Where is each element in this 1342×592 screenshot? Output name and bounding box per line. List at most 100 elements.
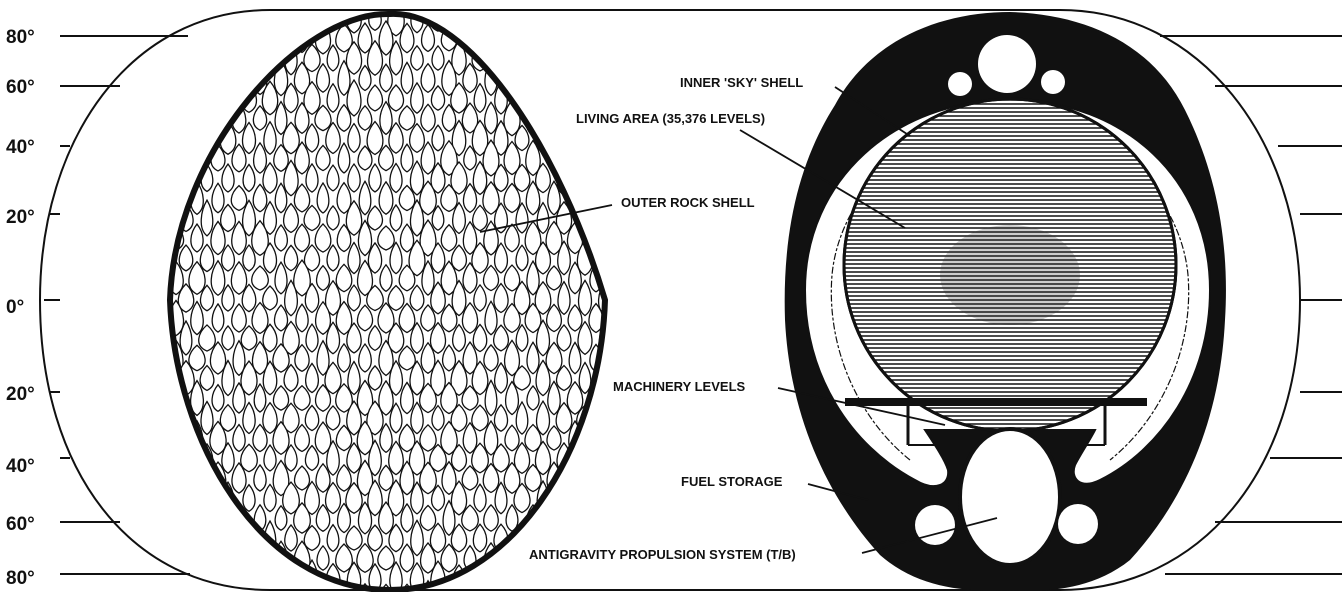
latitude-label: 60° [6, 77, 35, 98]
rock-scale [525, 22, 540, 54]
rock-scale [158, 563, 173, 592]
rock-scale [568, 24, 581, 52]
rock-scale [262, 560, 278, 592]
rock-scale [190, 542, 203, 574]
rock-scale [159, 523, 171, 553]
rock-scale [599, 401, 613, 436]
rock-scale [221, 525, 236, 550]
asteroid-cross-section [785, 12, 1226, 591]
rock-scale [537, 44, 549, 72]
rock-scale [168, 103, 184, 134]
rock-scale [610, 140, 623, 175]
rock-scale [274, 25, 288, 50]
rock-scale [283, 564, 299, 592]
rock-scale [516, 43, 529, 73]
rock-scale [211, 24, 226, 53]
label-inner-sky-shell: INNER 'SKY' SHELL [680, 75, 803, 90]
rock-scale [200, 86, 214, 111]
rock-scale [610, 462, 623, 494]
rock-scale [157, 402, 173, 435]
rock-scale [589, 422, 604, 454]
rock-scale [201, 521, 213, 554]
rock-scale [568, 146, 583, 171]
rock-scale [557, 564, 571, 592]
rock-scale [157, 363, 172, 393]
rock-scale [504, 21, 520, 55]
rock-scale [600, 0, 612, 35]
rock-scale [557, 481, 570, 514]
top-port-left [948, 72, 972, 96]
rock-scale [169, 501, 182, 536]
rock-scale [233, 543, 245, 572]
rock-scale [600, 446, 613, 471]
rock-scale [158, 3, 172, 34]
rock-scale [598, 362, 614, 394]
latitude-label: 40° [6, 137, 35, 158]
latitude-label: 60° [6, 514, 35, 535]
rock-scale [599, 165, 613, 192]
asteroid-exterior [157, 0, 625, 592]
rock-scale [610, 261, 624, 296]
machinery-levels [845, 398, 1147, 406]
rock-scale [558, 44, 571, 72]
rock-scale [590, 461, 602, 495]
rock-scale [515, 5, 529, 32]
rock-scale [536, 81, 549, 116]
rock-scale [305, 5, 319, 32]
rock-scale [579, 124, 591, 152]
rock-scale [158, 165, 173, 191]
rock-scale [609, 22, 624, 55]
rock-scale [159, 40, 172, 75]
rock-scale [610, 426, 625, 451]
rock-scale [180, 44, 192, 72]
rock-scale [263, 1, 276, 34]
rock-scale [242, 41, 256, 75]
rock-scale [190, 65, 204, 90]
rock-scale [579, 163, 591, 193]
rock-scale [191, 504, 204, 531]
rock-scale [495, 0, 507, 36]
rock-scale [168, 465, 184, 491]
rock-scale [590, 24, 603, 53]
rock-scale [254, 25, 266, 52]
rock-scale [599, 242, 612, 274]
top-port-right [1041, 70, 1065, 94]
latitude-label: 80° [6, 568, 35, 589]
rock-scale [567, 460, 583, 495]
rock-scale [158, 80, 172, 116]
rock-scale [211, 544, 225, 572]
rock-scale [547, 60, 561, 96]
rock-scale [600, 563, 613, 592]
rock-scale [558, 125, 571, 152]
latitude-label: 20° [6, 384, 35, 405]
rock-scale [212, 501, 224, 535]
rock-scale [168, 182, 184, 214]
rock-scale [452, 3, 466, 34]
rock-scale [494, 46, 508, 71]
rock-scale [578, 565, 592, 590]
rock-scale [548, 504, 561, 531]
rock-scale [222, 1, 234, 36]
label-antigravity-propulsion: ANTIGRAVITY PROPULSION SYSTEM (T/B) [529, 547, 796, 562]
rock-scale [178, 486, 193, 510]
rock-scale [178, 162, 193, 194]
rock-scale [535, 562, 552, 592]
rock-scale [558, 1, 570, 34]
rock-scale [220, 83, 237, 114]
rock-scale [179, 565, 194, 592]
rock-scale [546, 104, 562, 133]
rock-scale [159, 124, 172, 152]
rock-scale [599, 83, 612, 112]
rock-scale [233, 61, 245, 94]
fuel-storage-tank [960, 429, 1060, 565]
rock-scale [190, 584, 203, 592]
rock-scale [609, 61, 625, 96]
rock-scale [211, 104, 225, 131]
rock-scale [505, 63, 520, 93]
label-living-area: LIVING AREA (35,376 LEVELS) [576, 111, 765, 126]
rock-scale [222, 40, 234, 76]
propulsion-port-left [915, 505, 955, 545]
rock-scale [525, 62, 541, 94]
rock-scale [567, 500, 583, 535]
